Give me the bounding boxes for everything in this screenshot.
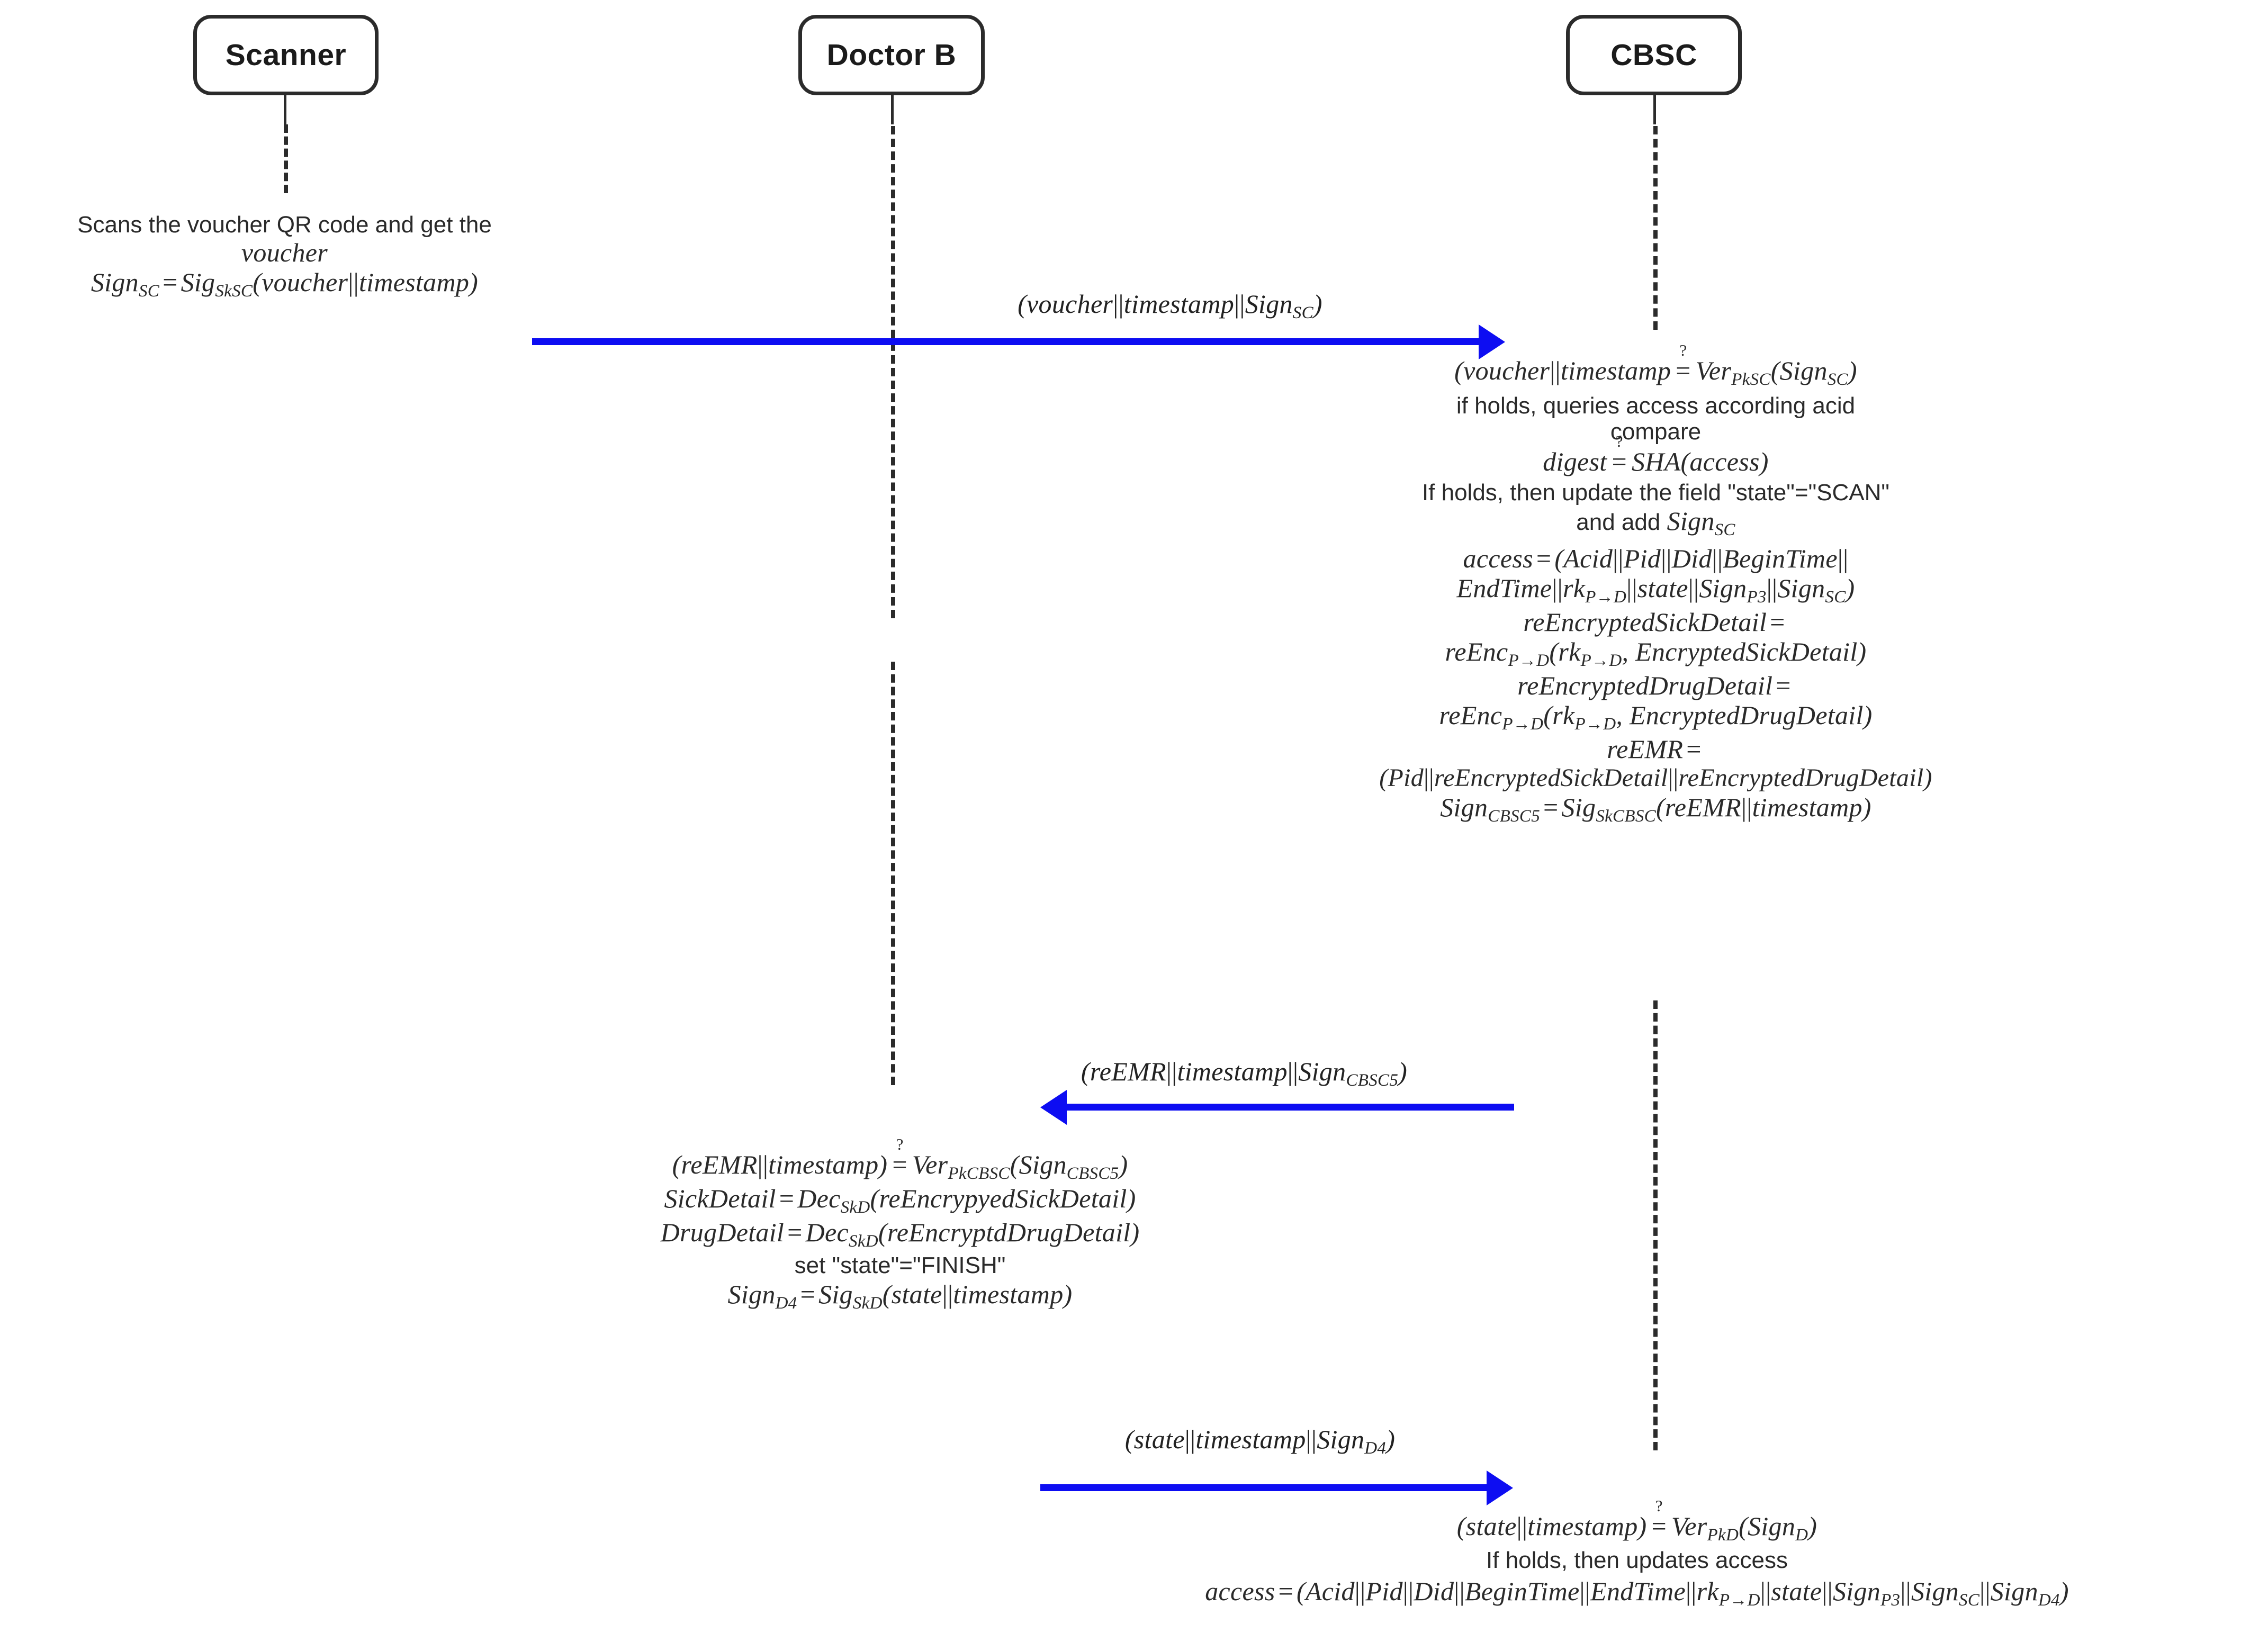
note-scanner: Scans the voucher QR code and get the vo… [0,212,569,301]
note-doctor-b: (reEMR||timestamp)?=VerPkCBSC(SignCBSC5)… [529,1134,1271,1313]
lifeline-cbsc-middle [1653,1000,1658,1450]
lifeline-cbsc-upper [1653,126,1658,330]
message-arrowhead-m3 [1487,1470,1513,1505]
lifeline-scanner [284,124,288,193]
message-arrow-m1[interactable] [532,338,1480,345]
note-cbsc-final-line-2: access=(Acid||Pid||Did||BeginTime||EndTi… [1205,1576,2069,1610]
note-cbsc-line-1: if holds, queries access according acid [1456,392,1856,419]
note-doctor-b-line-0: (reEMR||timestamp)?=VerPkCBSC(SignCBSC5) [672,1134,1128,1183]
message-arrow-m2[interactable] [1067,1104,1514,1111]
note-cbsc-line-4: If holds, then update the field "state"=… [1421,480,1890,506]
note-scanner-line-1: voucher [241,238,328,268]
lifeline-scanner-stub [284,95,286,124]
message-arrow-m3[interactable] [1040,1484,1488,1491]
note-cbsc-final-line-1: If holds, then updates access [1486,1547,1788,1573]
note-scanner-line-2: SignSC=SigSkSC(voucher||timestamp) [91,267,479,301]
note-doctor-b-line-1: SickDetail=DecSkD(reEncrypyedSickDetail) [664,1183,1136,1217]
note-cbsc-line-10: reEncryptedDrugDetail= [1517,671,1791,701]
note-cbsc-line-13: (Pid||reEncryptedSickDetail||reEncrypted… [1379,764,1932,792]
actor-label-cbsc: CBSC [1610,38,1697,72]
message-label-m3: (state||timestamp||SignD4) [1124,1424,1396,1458]
note-cbsc-line-8: reEncryptedSickDetail= [1523,607,1785,637]
actor-box-doctor-b[interactable]: Doctor B [798,15,985,95]
note-cbsc-final: (state||timestamp)?=VerPkD(SignD) If hol… [1006,1496,2268,1610]
note-cbsc-final-line-0: (state||timestamp)?=VerPkD(SignD) [1456,1496,1817,1545]
note-cbsc-line-14: SignCBSC5=SigSkCBSC(reEMR||timestamp) [1440,792,1871,826]
note-cbsc-line-5: and add SignSC [1576,506,1735,539]
note-doctor-b-line-3: set "state"="FINISH" [794,1252,1006,1278]
note-doctor-b-line-2: DrugDetail=DecSkD(reEncryptdDrugDetail) [660,1217,1140,1251]
note-cbsc: (voucher||timestamp?=VerPkSC(SignSC) if … [1300,340,2012,826]
note-cbsc-line-6: access=(Acid||Pid||Did||BeginTime|| [1463,544,1849,574]
note-cbsc-line-11: reEncP→D(rkP→D, EncryptedDrugDetail) [1439,700,1873,734]
lifeline-doctor-b-stub [891,95,894,124]
message-label-m1: (voucher||timestamp||SignSC) [1018,289,1322,322]
note-cbsc-line-7: EndTime||rkP→D||state||SignP3||SignSC) [1456,573,1855,607]
note-scanner-line-0: Scans the voucher QR code and get the [77,212,492,238]
note-cbsc-line-12: reEMR= [1607,734,1702,764]
note-doctor-b-line-4: SignD4=SigSkD(state||timestamp) [727,1279,1073,1313]
message-arrowhead-m1 [1479,324,1505,359]
actor-label-scanner: Scanner [225,38,347,72]
note-cbsc-line-0: (voucher||timestamp?=VerPkSC(SignSC) [1454,340,1857,389]
note-cbsc-line-3: digest?=SHA(access) [1543,432,1769,477]
actor-label-doctor-b: Doctor B [826,38,957,72]
lifeline-doctor-b-lower [891,662,895,1085]
actor-box-scanner[interactable]: Scanner [193,15,379,95]
note-cbsc-line-9: reEncP→D(rkP→D, EncryptedSickDetail) [1445,637,1867,671]
message-arrowhead-m2 [1040,1090,1067,1125]
lifeline-doctor-b-upper [891,126,895,618]
lifeline-cbsc-stub [1653,95,1656,124]
note-cbsc-line-2: compare [1610,419,1702,445]
message-label-m2: (reEMR||timestamp||SignCBSC5) [1081,1057,1408,1090]
actor-box-cbsc[interactable]: CBSC [1566,15,1742,95]
